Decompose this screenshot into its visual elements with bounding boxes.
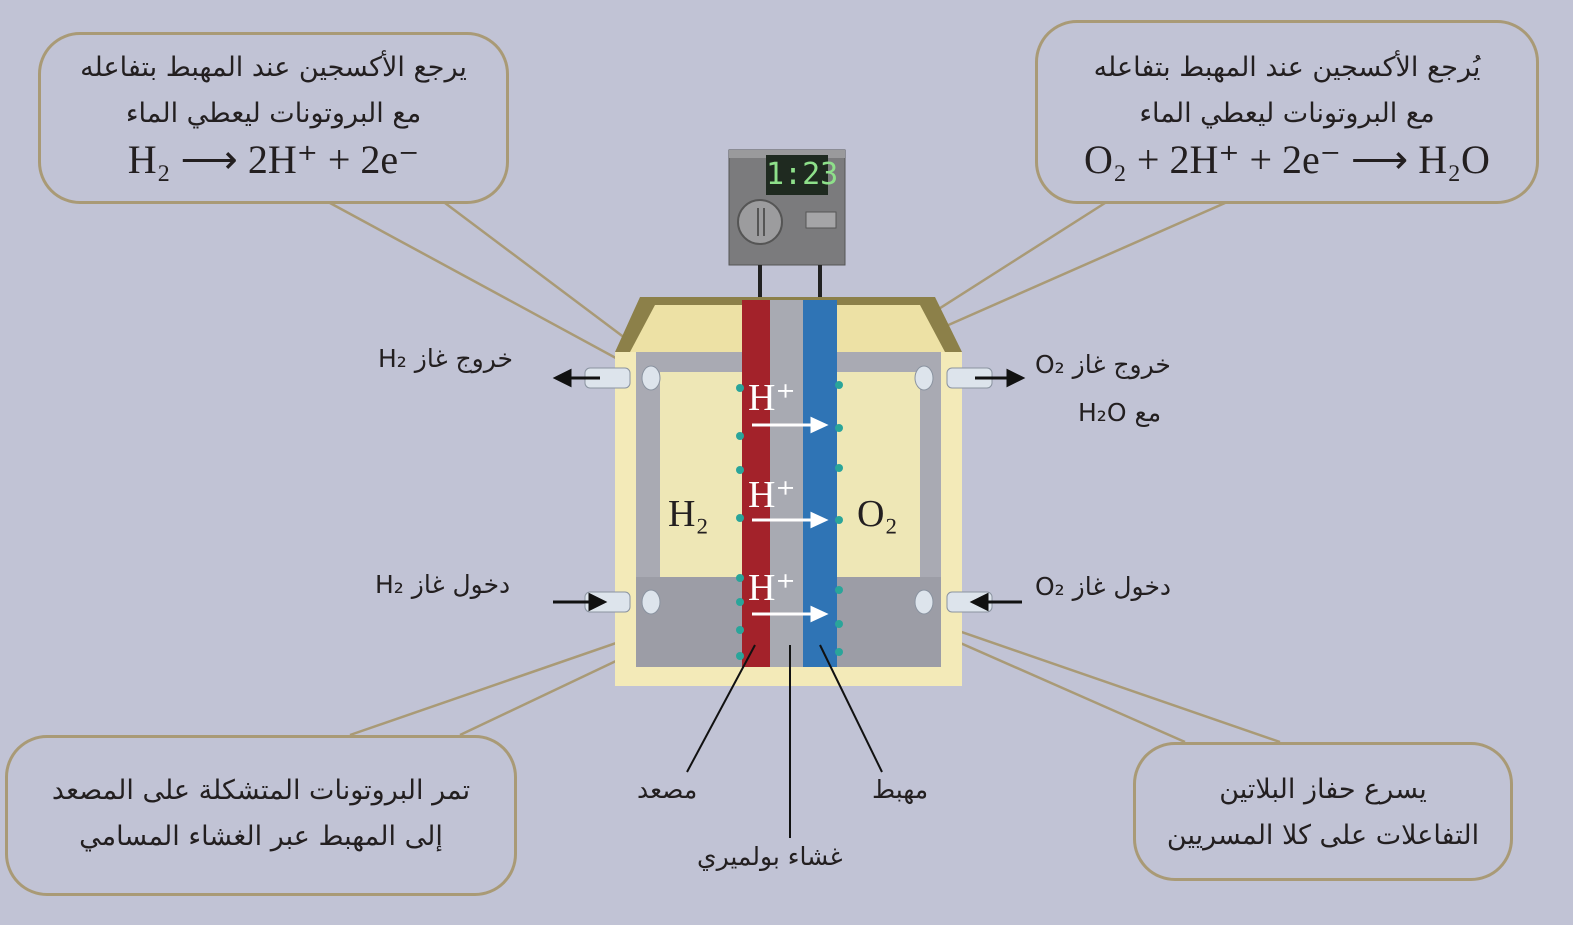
callout-cathode-reaction: يُرجع الأكسجين عند المهبط بتفاعله مع الب…	[1035, 20, 1539, 204]
label-o2-out: خروج غاز O₂	[1035, 350, 1171, 379]
callout-text: التفاعلات على كلا المسريين	[1166, 820, 1480, 851]
callout-proton-transfer: تمر البروتونات المتشكلة على المصعد إلى ا…	[5, 735, 517, 896]
callout-text: يُرجع الأكسجين عند المهبط بتفاعله	[1093, 52, 1481, 83]
proton-label: H⁺	[748, 377, 796, 419]
label-membrane: غشاء بولميري	[697, 842, 843, 871]
callout-text: مع البروتونات ليعطي الماء	[1139, 98, 1435, 129]
cathode-equation: O₂ + 2H⁺ + 2e⁻ ⟶ H₂O	[1084, 137, 1490, 182]
label-o2-out-with-water: مع H₂O	[1078, 398, 1162, 427]
callout-anode-reaction: يرجع الأكسجين عند المهبط بتفاعله مع البر…	[38, 32, 509, 204]
label-o2-in: دخول غاز O₂	[1035, 572, 1172, 601]
callout-platinum-catalyst: يسرع حفاز البلاتين التفاعلات على كلا الم…	[1133, 742, 1513, 881]
callout-text: إلى المهبط عبر الغشاء المسامي	[79, 821, 443, 852]
label-h2-out: خروج غاز H₂	[378, 344, 513, 373]
callout-text: تمر البروتونات المتشكلة على المصعد	[51, 775, 471, 806]
timer-display: 1:23	[766, 155, 838, 195]
proton-label: H⁺	[748, 567, 796, 609]
label-cathode: مهبط	[872, 775, 929, 804]
o2-chamber-label: O₂	[857, 493, 898, 535]
anode-equation: H₂ ⟶ 2H⁺ + 2e⁻	[127, 137, 420, 182]
proton-label: H⁺	[748, 474, 796, 516]
callout-text: مع البروتونات ليعطي الماء	[125, 98, 422, 129]
callout-text: يسرع حفاز البلاتين	[1219, 774, 1427, 805]
label-h2-in: دخول غاز H₂	[375, 570, 511, 599]
label-anode: مصعد	[637, 775, 698, 804]
callout-text: يرجع الأكسجين عند المهبط بتفاعله	[80, 52, 467, 83]
component-pointers	[686, 644, 883, 838]
h2-chamber-label: H₂	[668, 493, 709, 535]
cell-body	[584, 297, 993, 686]
gas-arrows	[552, 368, 1026, 612]
